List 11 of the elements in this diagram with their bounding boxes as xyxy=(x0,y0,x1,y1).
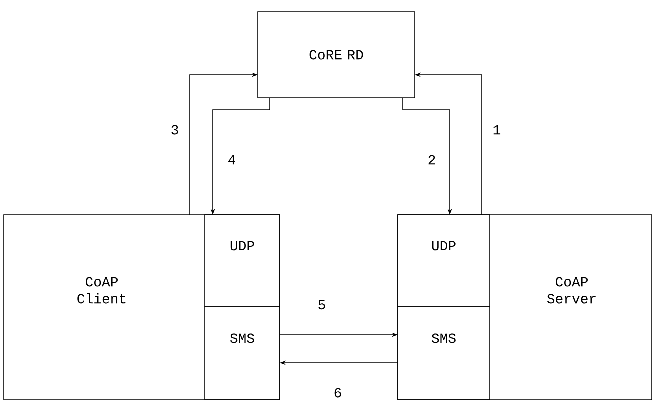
edge-label: 3 xyxy=(170,124,180,136)
edge-label: 1 xyxy=(492,124,502,136)
protocol-box: UDP xyxy=(398,214,490,308)
protocol-box: UDP xyxy=(204,214,280,308)
edge-label: 6 xyxy=(332,387,344,399)
protocol-box: SMS xyxy=(204,306,280,400)
edge-label: 2 xyxy=(426,154,438,166)
directory-box: CoRE RD xyxy=(258,12,416,98)
protocol-box: SMS xyxy=(398,306,490,400)
edge-label: 4 xyxy=(226,154,238,166)
edge-label: 5 xyxy=(316,299,328,311)
